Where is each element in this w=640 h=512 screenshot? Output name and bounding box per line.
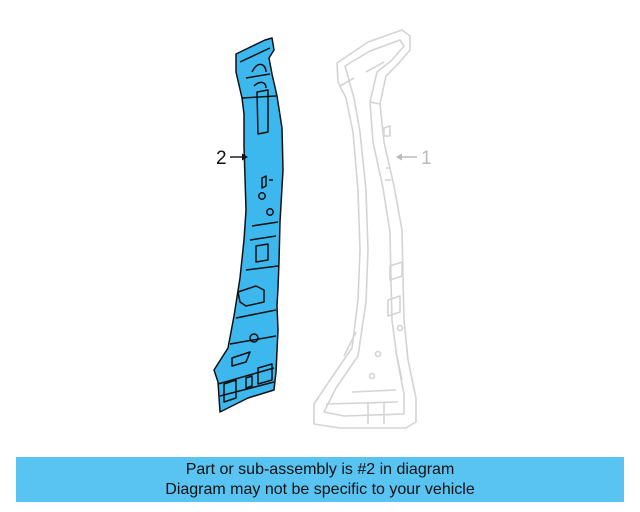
callout-2: 2 bbox=[216, 148, 248, 169]
banner-line-disclaimer: Diagram may not be specific to your vehi… bbox=[165, 480, 475, 498]
banner-line-part-number: Part or sub-assembly is #2 in diagram bbox=[185, 460, 455, 478]
callout-1: 1 bbox=[396, 148, 432, 169]
callout-2-label: 2 bbox=[216, 148, 227, 169]
highlighted-part-2 bbox=[213, 37, 284, 413]
info-banner: Part or sub-assembly is #2 in diagram Di… bbox=[16, 457, 624, 502]
parts-diagram: 2 1 bbox=[213, 29, 432, 429]
reference-part-1 bbox=[313, 29, 417, 429]
callout-1-label: 1 bbox=[421, 148, 432, 169]
